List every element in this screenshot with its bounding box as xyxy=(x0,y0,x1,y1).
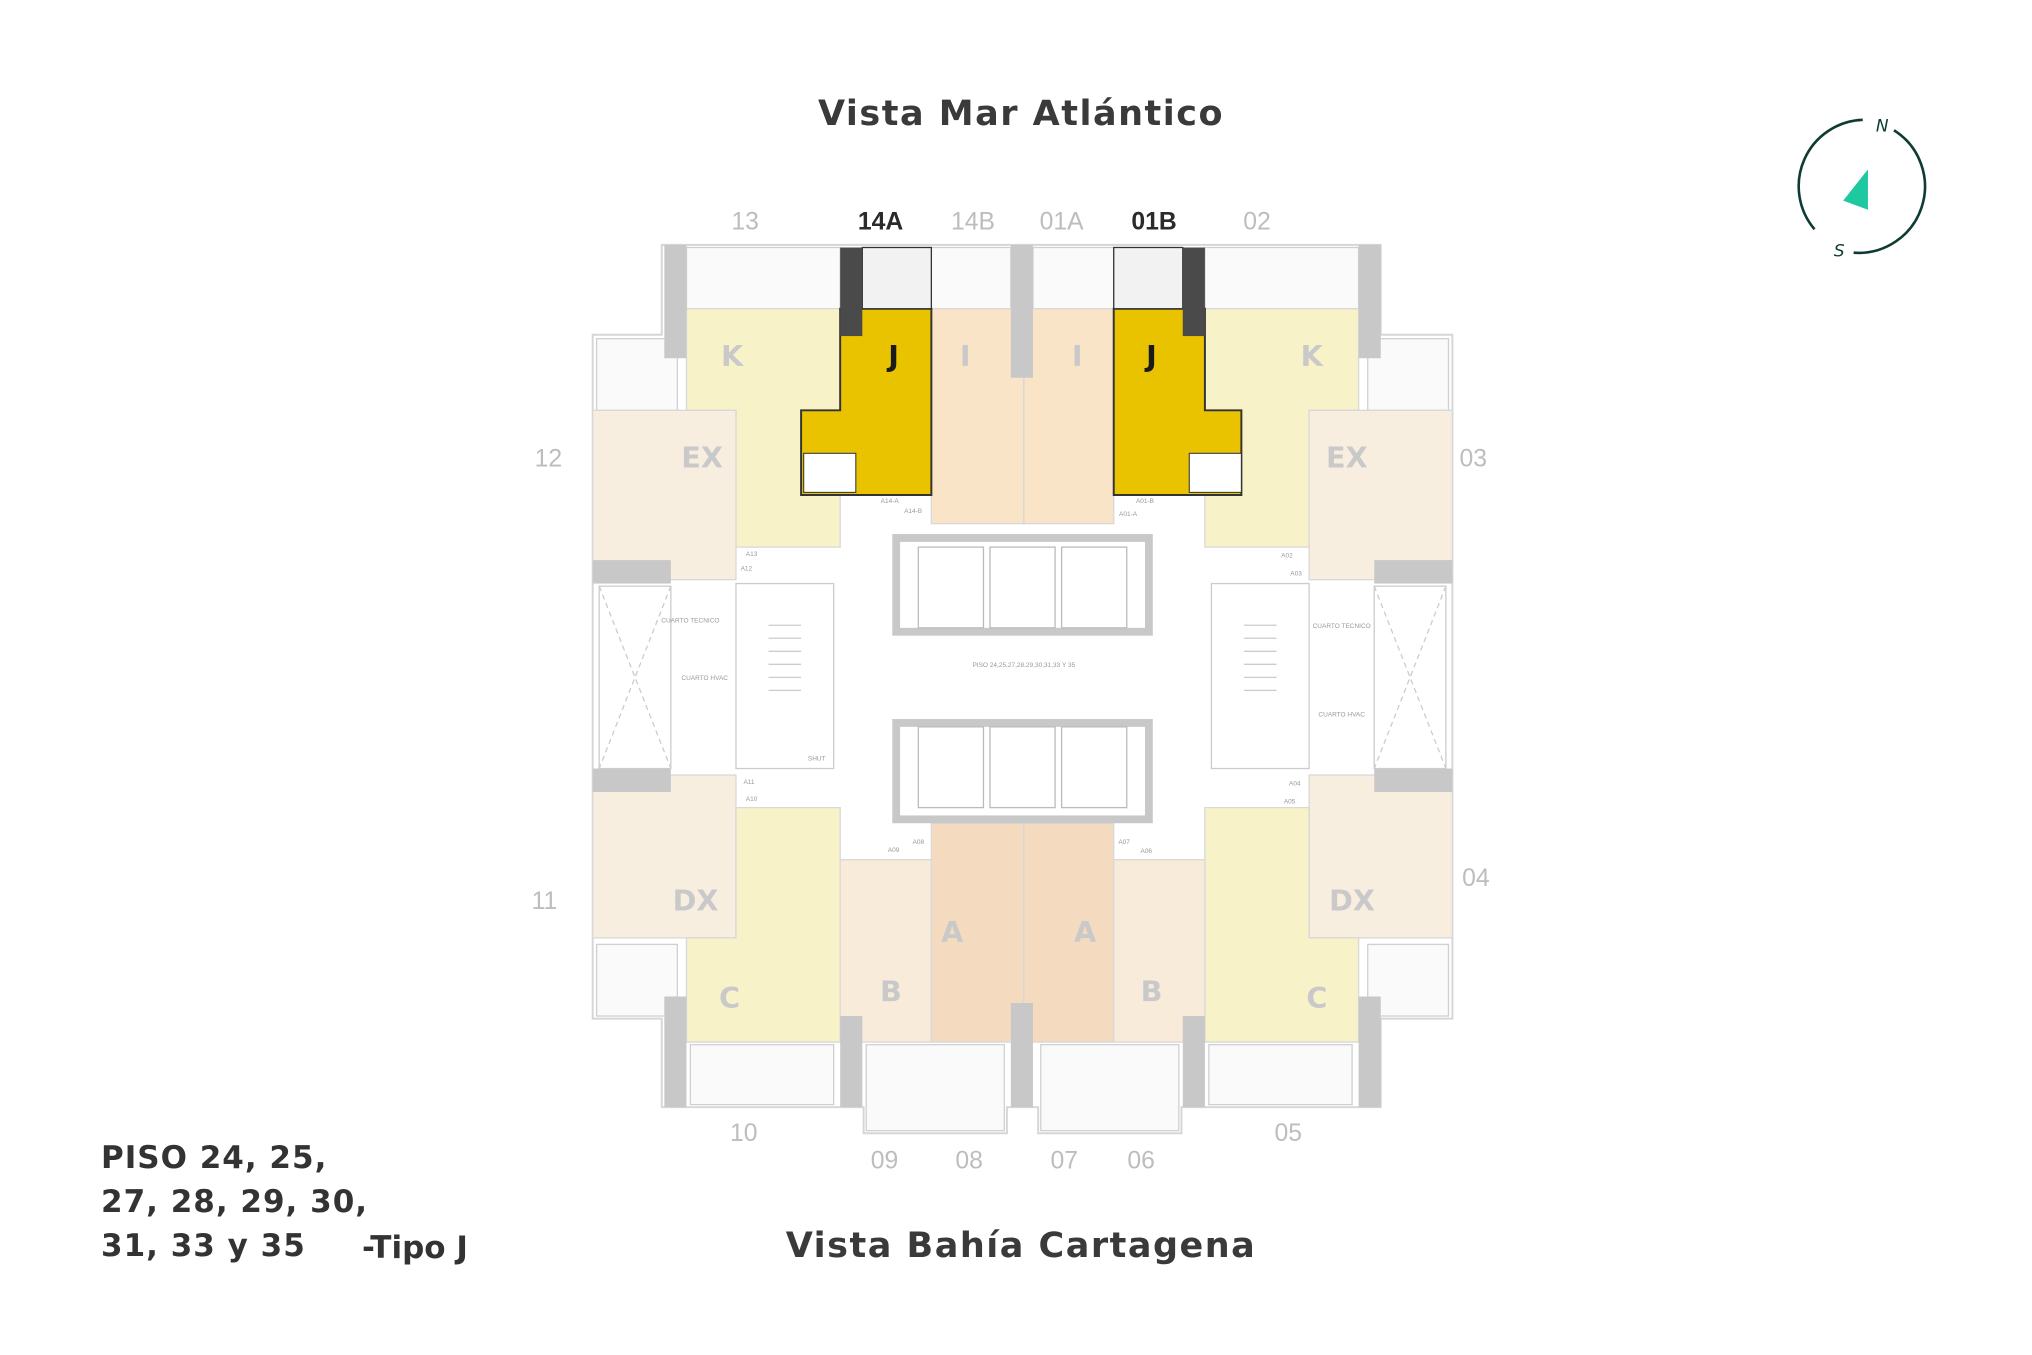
elevator-core xyxy=(892,534,1153,824)
apt-number[interactable]: 13 xyxy=(731,208,759,235)
apt-number[interactable]: 05 xyxy=(1275,1120,1303,1147)
apt-number[interactable]: 04 xyxy=(1462,865,1490,892)
unit-letter: K xyxy=(721,339,745,373)
floor-line: PISO 24, 25, xyxy=(101,1140,328,1176)
access-label: A08 xyxy=(913,839,925,846)
unit-type-label: -Tipo J xyxy=(362,1230,468,1266)
view-title-top: Vista Mar Atlántico xyxy=(817,94,1225,134)
access-label: A13 xyxy=(746,551,758,558)
apt-number[interactable]: 12 xyxy=(535,445,563,472)
apt-number-selected[interactable]: 14A xyxy=(858,208,904,235)
unit-12-EX xyxy=(592,409,737,581)
unit-04-DX xyxy=(1308,774,1454,939)
apt-number[interactable]: 07 xyxy=(1050,1147,1078,1174)
apt-number-selected[interactable]: 01B xyxy=(1131,208,1176,235)
unit-03-EX xyxy=(1308,409,1454,581)
stairs-and-shafts xyxy=(598,582,1447,770)
unit-06-B xyxy=(1113,859,1206,1043)
access-label: A04 xyxy=(1289,780,1301,787)
access-label: A02 xyxy=(1281,553,1293,560)
elevators xyxy=(917,546,1128,809)
unit-11-DX xyxy=(592,774,737,939)
access-label: A14-B xyxy=(904,508,922,515)
access-label: A01-B xyxy=(1136,498,1154,505)
compass: N S xyxy=(1797,116,1927,261)
unit-letter: DX xyxy=(673,884,719,918)
access-label: A07 xyxy=(1118,839,1130,846)
apt-number[interactable]: 09 xyxy=(871,1147,899,1174)
unit-j-balconies xyxy=(803,246,1242,493)
unit-letter: EX xyxy=(1326,441,1368,475)
access-label: A14-A xyxy=(881,498,900,505)
unit-letter-highlighted: J xyxy=(886,339,899,373)
floor-line: 31, 33 y 35 xyxy=(101,1228,306,1264)
apt-number[interactable]: 11 xyxy=(532,888,558,915)
unit-letter: A xyxy=(941,915,964,949)
access-label: A06 xyxy=(1140,848,1152,855)
view-title-bottom: Vista Bahía Cartagena xyxy=(785,1226,1257,1266)
unit-letter: I xyxy=(960,339,971,373)
unit-letter-highlighted: J xyxy=(1144,339,1157,373)
room-label: CUARTO TECNICO xyxy=(661,618,719,625)
apt-number[interactable]: 01A xyxy=(1040,208,1085,235)
access-label: A05 xyxy=(1284,799,1296,806)
access-label: A11 xyxy=(743,779,754,786)
unit-letter: I xyxy=(1072,339,1083,373)
apt-number[interactable]: 08 xyxy=(955,1147,983,1174)
unit-07-A xyxy=(1023,822,1115,1043)
room-label: SHUT xyxy=(808,756,826,763)
room-label: CUARTO HVAC xyxy=(681,675,728,682)
apt-number[interactable]: 02 xyxy=(1243,208,1271,235)
access-label: A01-A xyxy=(1119,511,1138,518)
apt-number[interactable]: 10 xyxy=(730,1120,758,1147)
north-arrow-icon xyxy=(1843,169,1868,210)
unit-letter: DX xyxy=(1329,884,1375,918)
apt-number[interactable]: 06 xyxy=(1127,1147,1155,1174)
unit-letter: B xyxy=(1141,975,1163,1009)
unit-letter: A xyxy=(1074,915,1097,949)
apt-number[interactable]: 14B xyxy=(951,208,995,235)
room-label: CUARTO HVAC xyxy=(1318,711,1365,718)
balconies-top xyxy=(595,246,1450,1132)
unit-letter: B xyxy=(880,975,902,1009)
unit-letter: C xyxy=(719,981,740,1015)
access-label: A12 xyxy=(741,566,753,573)
unit-01A-I xyxy=(1023,308,1115,525)
unit-14B-I xyxy=(930,308,1025,525)
unit-letter: EX xyxy=(681,441,723,475)
access-label: A09 xyxy=(888,847,900,854)
structural-columns xyxy=(592,244,1453,1108)
building-outline xyxy=(591,243,1454,1135)
room-label: CUARTO TECNICO xyxy=(1313,623,1371,630)
access-label: A10 xyxy=(746,796,758,803)
unit-letter: C xyxy=(1306,981,1327,1015)
floor-note: PISO 24,25,27,28,29,30,31,33 Y 35 xyxy=(972,662,1075,669)
compass-north: N xyxy=(1876,116,1889,136)
units xyxy=(592,307,1454,1043)
unit-09-B xyxy=(839,859,933,1043)
apt-number[interactable]: 03 xyxy=(1459,445,1487,472)
access-label: A03 xyxy=(1290,571,1302,578)
floor-line: 27, 28, 29, 30, xyxy=(101,1184,369,1220)
floor-list: PISO 24, 25, 27, 28, 29, 30, 31, 33 y 35 xyxy=(101,1136,368,1268)
compass-south: S xyxy=(1834,241,1845,261)
unit-letter: K xyxy=(1301,339,1325,373)
